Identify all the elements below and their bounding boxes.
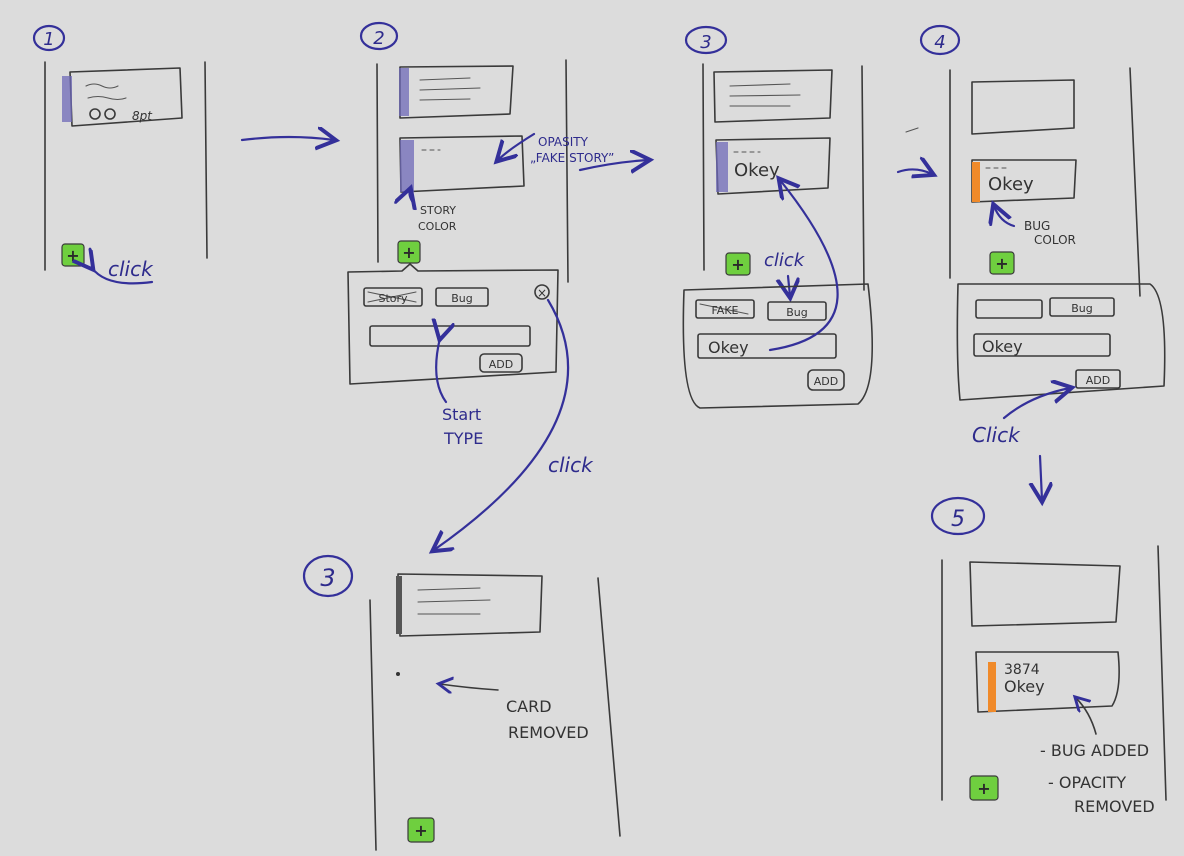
click-4-arrow	[1002, 388, 1070, 420]
step-1-column-right	[204, 61, 208, 259]
svg-text:+: +	[414, 821, 427, 840]
step-1-circle	[32, 24, 66, 52]
svg-text:+: +	[402, 243, 415, 262]
svg-text:Bug: Bug	[786, 306, 808, 319]
step-3-fake-card: Okey	[715, 137, 831, 195]
svg-text:×: ×	[537, 286, 547, 300]
step-1: 1 8pt + click	[32, 24, 208, 285]
step-2-number: 2	[373, 28, 384, 49]
bug-number: 3874	[1004, 662, 1040, 678]
add-button-form-3[interactable]: ADD	[807, 369, 845, 391]
bug-type-button-3[interactable]: Bug	[767, 301, 827, 321]
step-4-number: 4	[934, 32, 945, 53]
card-meta: 8pt	[132, 109, 153, 123]
typed-to-card-arrow	[768, 180, 839, 352]
fake-story-label: „FAKE STORY”	[530, 151, 614, 165]
story-color-arrow	[410, 190, 415, 204]
bug-type-button[interactable]: Bug	[435, 287, 489, 307]
type-label: TYPE	[443, 429, 483, 448]
add-form-4: Bug Okey ADD	[956, 283, 1166, 401]
svg-text:Bug: Bug	[451, 292, 473, 305]
bug-added-arrow	[1076, 698, 1097, 735]
card-removed-arrow	[440, 684, 499, 690]
click-4-label: Click	[972, 423, 1021, 447]
step-4-bug-card: Okey	[971, 159, 1077, 203]
arrow-3-to-4	[896, 169, 932, 174]
step-3-number: 3	[700, 32, 711, 53]
svg-text:Okey: Okey	[982, 337, 1023, 356]
svg-text:FAKE: FAKE	[711, 304, 738, 317]
bug-added-label: - BUG ADDED	[1040, 741, 1149, 760]
add-button-1[interactable]: +	[61, 243, 85, 267]
opacity-label: OPASITY	[538, 135, 589, 149]
step-3-card-top	[713, 69, 833, 123]
removed-marker	[396, 672, 400, 676]
fake-story-card	[399, 135, 525, 193]
start-label: Start	[442, 405, 481, 424]
step-1-number: 1	[43, 29, 54, 50]
close-click-arrow	[434, 298, 570, 550]
opacity-arrow	[498, 132, 536, 160]
add-button-3[interactable]: +	[725, 252, 751, 276]
step-3b-number: 3	[320, 564, 335, 592]
step-1-card: 8pt	[62, 67, 183, 127]
title-input-3[interactable]: Okey	[697, 333, 837, 359]
color-label: COLOR	[418, 220, 457, 233]
add-button-4[interactable]: +	[989, 251, 1015, 275]
step-2: 2 OPASITY „FAKE STORY” STORY COLOR +	[347, 21, 614, 448]
step-5-number: 5	[951, 507, 965, 532]
step-3-top: 3 Okey + click FAKE Bug	[682, 25, 874, 409]
step-5-card-top	[969, 561, 1121, 627]
arrow-1-to-2	[240, 137, 334, 140]
step-5-bug-card: 3874 Okey	[975, 651, 1120, 713]
click-close-label: click	[548, 453, 594, 477]
title-input-4[interactable]: Okey	[973, 333, 1111, 357]
svg-text:Okey: Okey	[708, 338, 749, 357]
step-4-card-top	[971, 79, 1075, 135]
svg-text:ADD: ADD	[1086, 374, 1110, 387]
bug-color-label: COLOR	[1034, 233, 1076, 247]
start-type-arrow	[436, 338, 446, 404]
bug-type-button-4[interactable]: Bug	[1049, 297, 1115, 317]
svg-text:+: +	[66, 246, 79, 265]
add-button-2[interactable]: +	[397, 240, 421, 264]
bug-color-arrow	[994, 206, 1016, 228]
step-2-card-top	[399, 65, 514, 119]
step-5-card-text: Okey	[1004, 677, 1045, 696]
card-label: CARD	[506, 697, 552, 716]
step-4: 4 Okey BUG COLOR + Bug Okey	[919, 24, 1166, 500]
svg-text:+: +	[977, 779, 990, 798]
add-button-3b[interactable]: +	[407, 817, 435, 843]
story-type-button-3[interactable]: FAKE	[695, 299, 755, 319]
story-type-button[interactable]: Story	[363, 287, 423, 307]
step-4-card-text: Okey	[988, 174, 1034, 195]
click-3-label: click	[764, 250, 806, 271]
opacity-removed-label-2: REMOVED	[1074, 797, 1155, 816]
svg-text:ADD: ADD	[489, 358, 513, 371]
step-5: 5 3874 Okey - BUG ADDED - OPACITY REMOVE…	[930, 496, 1167, 816]
click-1-label: click	[108, 257, 154, 281]
step-3-removed: 3 CARD REMOVED +	[302, 554, 621, 851]
add-story-button[interactable]: ADD	[479, 353, 523, 373]
arrow-4-to-5	[1040, 454, 1042, 500]
story-label: STORY	[420, 204, 456, 217]
opacity-removed-label-1: - OPACITY	[1048, 773, 1126, 792]
click-1-arrow	[92, 268, 154, 285]
svg-text:ADD: ADD	[814, 375, 838, 388]
add-button-5[interactable]: +	[969, 775, 999, 801]
arrow-2-to-3	[578, 160, 648, 170]
svg-text:+: +	[995, 254, 1008, 273]
add-form-3: FAKE Bug Okey ADD	[682, 283, 874, 409]
story-type-button-4[interactable]	[975, 299, 1043, 319]
svg-text:Story: Story	[378, 292, 408, 305]
svg-text:Bug: Bug	[1071, 302, 1093, 315]
close-form-button[interactable]: ×	[534, 284, 550, 300]
svg-text:+: +	[731, 255, 744, 274]
step-3-card-text: Okey	[734, 160, 780, 181]
removed-label: REMOVED	[508, 723, 589, 742]
bug-label: BUG	[1024, 219, 1050, 233]
